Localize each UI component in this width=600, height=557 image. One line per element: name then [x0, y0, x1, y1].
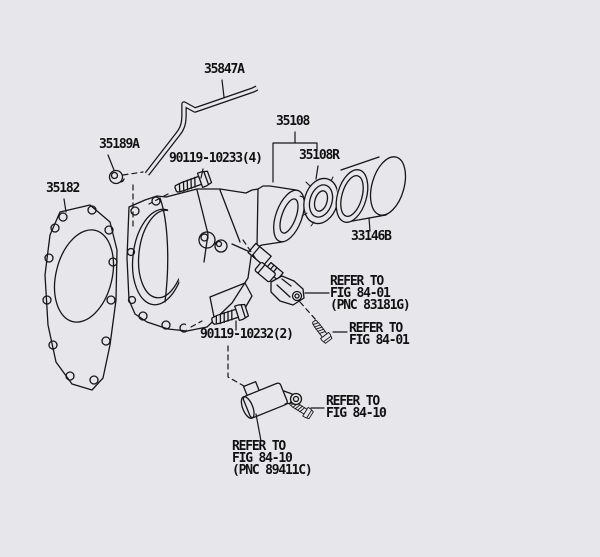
part-label-90119-10232: 90119-10232(2) [200, 327, 294, 342]
oil-cooler-pipe-35847a-drawing [144, 85, 259, 176]
part-label-35847a: 35847A [204, 62, 245, 77]
part-label-35189a: 35189A [99, 137, 140, 152]
extension-housing-35108-drawing [126, 185, 305, 333]
part-label-35108: 35108 [276, 114, 310, 129]
speed-sensor-89411c-drawing [240, 381, 303, 419]
sensor-bolt-fig84-01-drawing [309, 317, 334, 345]
dust-cover-33146b-drawing [335, 156, 407, 223]
gasket-35182-drawing [42, 204, 118, 391]
ref-label-bolt-lower: REFER TO FIG 84-10 [326, 394, 387, 421]
ref-label-sensor-lower: REFER TO FIG 84-10 (PNC 89411C) [232, 439, 313, 478]
assembly-dashed-lines [122, 171, 317, 387]
ref-label-sensor-upper: REFER TO FIG 84-01 (PNC 83181G) [330, 274, 411, 313]
leader-lines [63, 79, 371, 442]
ref-label-bolt-upper: REFER TO FIG 84-01 [349, 321, 410, 348]
part-label-35182: 35182 [46, 181, 80, 196]
speed-sensor-83181g-drawing [254, 261, 305, 306]
part-label-33146b: 33146B [351, 229, 392, 244]
clip-35189a-drawing [108, 169, 125, 185]
part-label-35108r: 35108R [299, 148, 340, 163]
part-label-90119-10233: 90119-10233(4) [169, 151, 263, 166]
